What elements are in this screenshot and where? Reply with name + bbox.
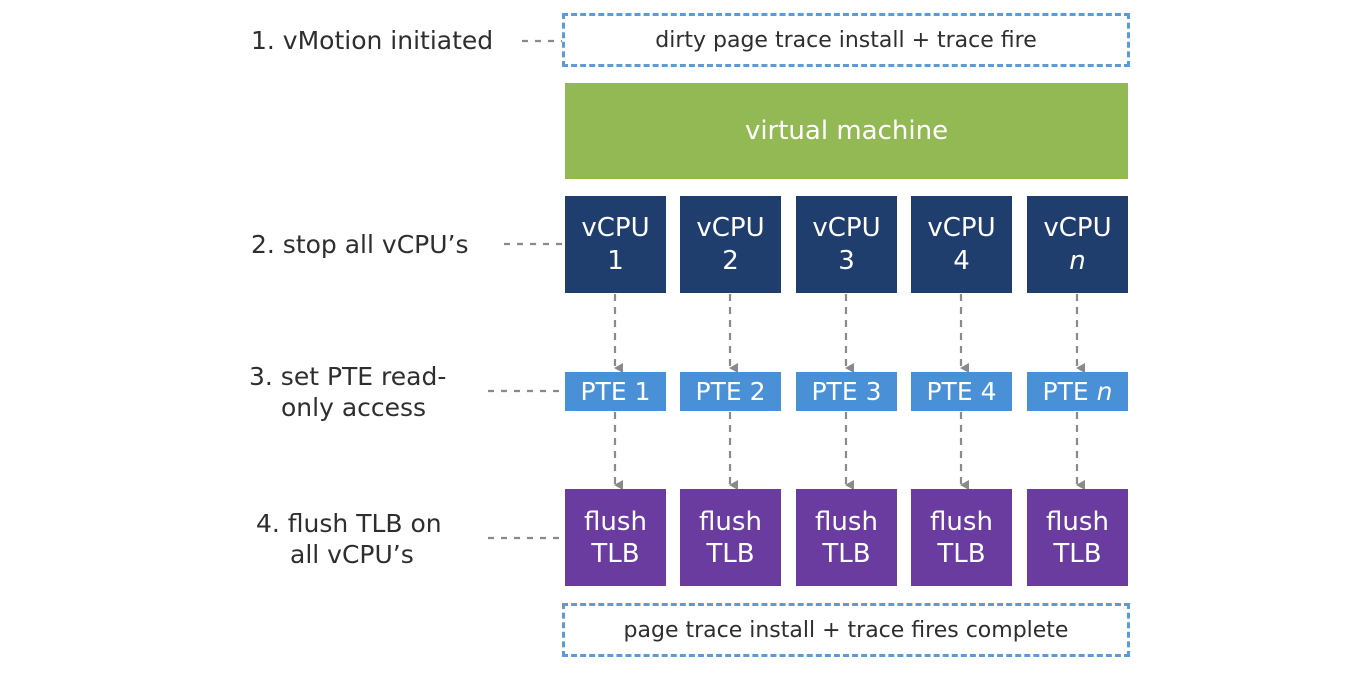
flush-line1: flush: [584, 506, 647, 537]
virtual-machine-box: virtual machine: [565, 83, 1128, 179]
pte-id: 1: [634, 377, 651, 406]
pte-id: 2: [749, 377, 766, 406]
virtual-machine-label: virtual machine: [744, 116, 949, 146]
step-2-label: 2. stop all vCPU’s: [251, 229, 469, 260]
pte-label: PTE: [580, 377, 627, 406]
flush-line1: flush: [699, 506, 762, 537]
vcpu-label: vCPU: [696, 212, 765, 243]
vcpu-block-3: vCPU 3: [796, 196, 897, 293]
flush-tlb-block-n: flush TLB: [1027, 489, 1128, 586]
pte-label: PTE: [926, 377, 973, 406]
step-1-label: 1. vMotion initiated: [251, 25, 493, 56]
flush-line1: flush: [815, 506, 878, 537]
vcpu-id: n: [1069, 245, 1086, 276]
flush-line1: flush: [930, 506, 993, 537]
pte-id: n: [1096, 377, 1113, 406]
flush-line2: TLB: [591, 538, 640, 569]
flush-line2: TLB: [822, 538, 871, 569]
pte-block-2: PTE 2: [680, 372, 781, 411]
step-4-label: 4. flush TLB on all vCPU’s: [256, 508, 442, 570]
flush-line2: TLB: [937, 538, 986, 569]
vcpu-id: 3: [838, 245, 855, 276]
flush-line1: flush: [1046, 506, 1109, 537]
step-4-text-line2: all vCPU’s: [290, 540, 414, 569]
pte-block-3: PTE 3: [796, 372, 897, 411]
pte-label: PTE: [811, 377, 858, 406]
vcpu-label: vCPU: [581, 212, 650, 243]
trace-complete-box: page trace install + trace fires complet…: [562, 603, 1130, 657]
step-3-label: 3. set PTE read- only access: [249, 361, 446, 423]
flush-line2: TLB: [1053, 538, 1102, 569]
step-4-text-line1: 4. flush TLB on: [256, 509, 442, 538]
vcpu-block-n: vCPU n: [1027, 196, 1128, 293]
flush-line2: TLB: [706, 538, 755, 569]
vcpu-id: 2: [722, 245, 739, 276]
vcpu-label: vCPU: [812, 212, 881, 243]
pte-id: 3: [865, 377, 882, 406]
step-1-text: 1. vMotion initiated: [251, 26, 494, 55]
vcpu-id: 4: [953, 245, 970, 276]
trace-start-box: dirty page trace install + trace fire: [562, 13, 1130, 67]
step-2-text: 2. stop all vCPU’s: [251, 230, 469, 259]
flush-tlb-block-1: flush TLB: [565, 489, 666, 586]
vcpu-id: 1: [607, 245, 624, 276]
flush-tlb-block-2: flush TLB: [680, 489, 781, 586]
pte-block-n: PTE n: [1027, 372, 1128, 411]
flush-tlb-block-4: flush TLB: [911, 489, 1012, 586]
vcpu-block-2: vCPU 2: [680, 196, 781, 293]
vcpu-label: vCPU: [927, 212, 996, 243]
vcpu-label: vCPU: [1043, 212, 1112, 243]
step-3-text-line2: only access: [281, 393, 427, 422]
pte-id: 4: [980, 377, 997, 406]
trace-start-text: dirty page trace install + trace fire: [655, 27, 1037, 53]
flush-tlb-block-3: flush TLB: [796, 489, 897, 586]
vcpu-block-4: vCPU 4: [911, 196, 1012, 293]
step-3-text-line1: 3. set PTE read-: [249, 362, 447, 391]
pte-label: PTE: [1042, 377, 1089, 406]
pte-label: PTE: [695, 377, 742, 406]
vcpu-block-1: vCPU 1: [565, 196, 666, 293]
pte-block-4: PTE 4: [911, 372, 1012, 411]
pte-block-1: PTE 1: [565, 372, 666, 411]
trace-complete-text: page trace install + trace fires complet…: [623, 617, 1069, 643]
